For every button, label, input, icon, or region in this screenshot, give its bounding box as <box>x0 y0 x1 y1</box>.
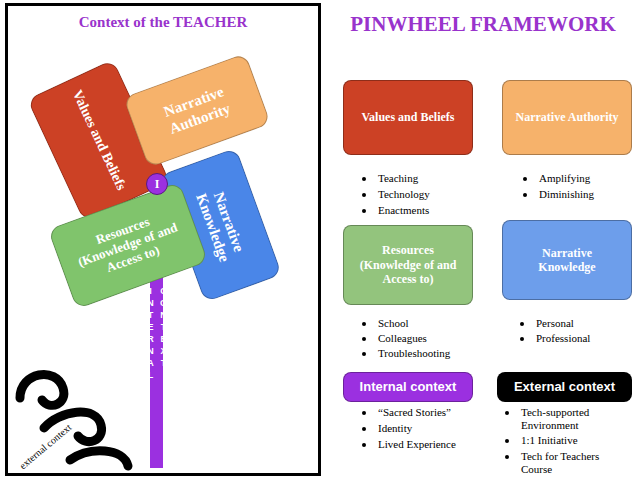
bullet-text: Personal <box>536 317 574 330</box>
bullet-dot <box>362 322 366 326</box>
bullet-item: Colleagues <box>362 332 472 345</box>
bullet-item: Personal <box>520 317 625 330</box>
bullet-text: Identity <box>378 422 412 435</box>
category-box: Internal context <box>343 372 473 402</box>
bullet-dot <box>520 337 524 341</box>
category-box: Narrative Knowledge <box>502 220 632 300</box>
bullet-dot <box>505 455 509 459</box>
node-text: External context <box>510 379 619 395</box>
pinwheel-blade: Narrative Authority <box>123 53 271 168</box>
category-box: Narrative Authority <box>502 80 632 155</box>
bullet-item: Amplifying <box>523 172 628 185</box>
bullet-text: Diminishing <box>539 188 594 201</box>
bullet-dot <box>362 209 366 213</box>
bullet-item: Identity <box>362 422 482 435</box>
node-text: Resources (Knowledge of and Access to) <box>55 200 200 289</box>
framework-title: PINWHEEL FRAMEWORK <box>330 12 636 37</box>
bullet-text: Troubleshooting <box>378 347 450 360</box>
bullet-text: Tech for Teachers Course <box>521 450 610 476</box>
bullet-item: School <box>362 317 472 330</box>
bullet-dot <box>505 439 509 443</box>
bullet-text: Enactments <box>378 204 429 217</box>
swirl-stroke <box>70 451 128 466</box>
bullet-item: Tech for Teachers Course <box>505 450 610 476</box>
bullet-text: School <box>378 317 409 330</box>
bullet-dot <box>523 193 527 197</box>
bullet-item: Diminishing <box>523 188 628 201</box>
category-box: Values and Beliefs <box>343 80 473 155</box>
bullet-dot <box>362 443 366 447</box>
node-text: I <box>155 178 160 190</box>
bullet-dot <box>523 177 527 181</box>
node-text: Narrative Authority <box>511 110 624 124</box>
node-text: Internal context <box>356 379 461 395</box>
bullet-text: Lived Experience <box>378 438 456 451</box>
bullet-dot <box>505 411 509 415</box>
bullet-text: Technology <box>378 188 430 201</box>
node-text: Values and Beliefs <box>63 77 134 204</box>
category-box: External context <box>497 372 632 402</box>
bullet-text: Tech-supported Environment <box>521 406 610 432</box>
bullet-dot <box>362 193 366 197</box>
node-text: external context <box>17 421 73 471</box>
bullet-dot <box>362 411 366 415</box>
bullet-text: 1:1 Initiative <box>521 434 578 447</box>
bullet-item: Technology <box>362 188 472 201</box>
context-panel: Context of the TEACHER Values and Beliefs… <box>5 3 321 476</box>
node-text: Narrative Knowledge <box>503 246 631 275</box>
node-text: Resources (Knowledge of and Access to) <box>344 243 472 286</box>
bullet-dot <box>362 337 366 341</box>
bullet-dot <box>362 177 366 181</box>
node-text: Narrative Authority <box>131 72 263 148</box>
bullet-item: 1:1 Initiative <box>505 434 610 447</box>
bullet-dot <box>520 322 524 326</box>
bullet-text: Colleagues <box>378 332 427 345</box>
bullet-text: Teaching <box>378 172 418 185</box>
bullet-item: “Sacred Stories” <box>362 406 482 419</box>
bullet-dot <box>362 352 366 356</box>
external-context-mark: external context <box>5 411 84 480</box>
bullet-item: Teaching <box>362 172 472 185</box>
bullet-item: Professional <box>520 332 625 345</box>
bullet-text: “Sacred Stories” <box>378 406 451 419</box>
node-text: Context of the TEACHER <box>8 14 318 31</box>
bullet-dot <box>362 427 366 431</box>
bullet-text: Professional <box>536 332 590 345</box>
bullet-item: Tech-supported Environment <box>505 406 610 432</box>
category-box: Resources (Knowledge of and Access to) <box>343 225 473 305</box>
pinwheel-blade: Resources (Knowledge of and Access to) <box>48 181 209 309</box>
bullet-text: Amplifying <box>539 172 590 185</box>
node-text: Values and Beliefs <box>357 110 460 124</box>
bullet-item: Enactments <box>362 204 472 217</box>
bullet-item: Lived Experience <box>362 438 482 451</box>
center-circle: I <box>146 173 168 195</box>
swirl-stroke <box>20 375 64 406</box>
bullet-item: Troubleshooting <box>362 347 472 360</box>
